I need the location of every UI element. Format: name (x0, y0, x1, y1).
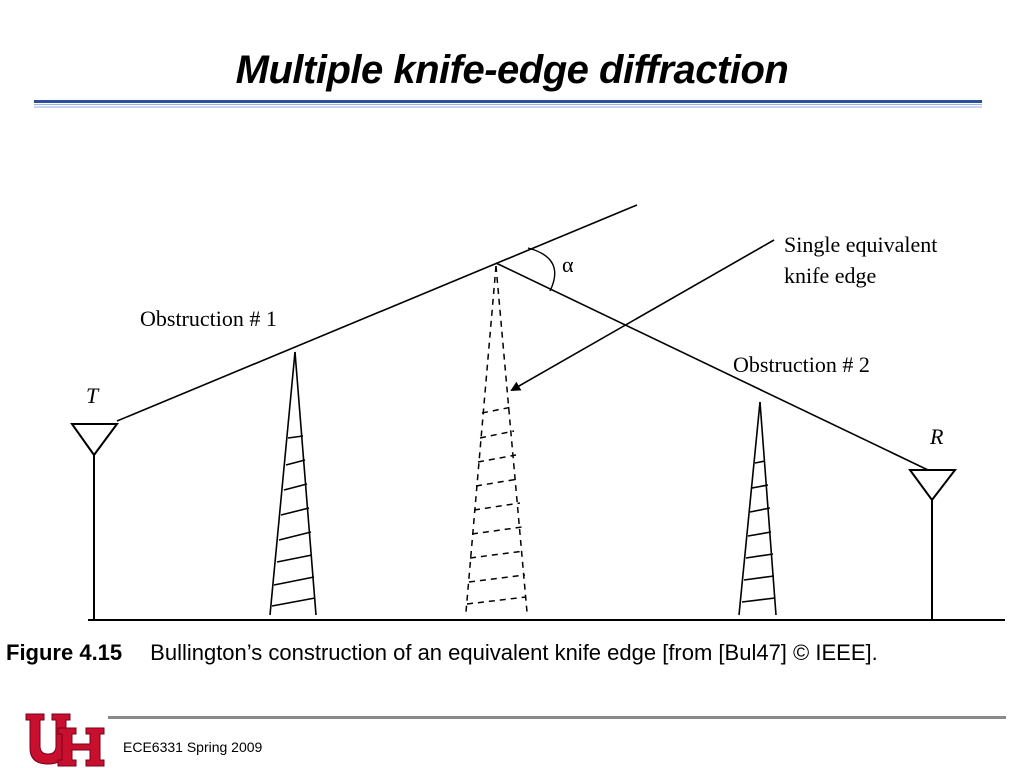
receiver-path-line (495, 262, 929, 471)
figure-caption-text: Bullington’s construction of an equivale… (150, 640, 878, 665)
equivalent-knife-edge (465, 265, 528, 613)
transmitter-antenna (70, 423, 119, 620)
equivalent-arrow (510, 239, 775, 391)
receiver-antenna (908, 469, 958, 620)
slide-title: Multiple knife-edge diffraction (235, 48, 789, 92)
footer-rule (108, 716, 1006, 719)
obstruction-2-tower (738, 401, 777, 616)
obstruction-1-tower (269, 351, 317, 616)
receiver-label: R (929, 424, 944, 449)
angle-alpha-label: α (562, 252, 574, 277)
title-underline (34, 100, 982, 108)
angle-arc (527, 247, 556, 292)
footer-text: ECE6331 Spring 2009 (123, 739, 263, 755)
figure-caption: Figure 4.15 Bullington’s construction of … (6, 640, 1024, 666)
obstruction-1-label: Obstruction # 1 (140, 306, 277, 331)
figure-label: Figure 4.15 (6, 640, 123, 665)
equivalent-label-line2: knife edge (784, 263, 876, 288)
obstruction-2-label: Obstruction # 2 (733, 352, 870, 377)
transmitter-path-line (116, 204, 638, 422)
equivalent-label-line1: Single equivalent (784, 232, 937, 257)
university-of-houston-uh-logo-icon (25, 713, 105, 767)
transmitter-label: T (86, 383, 100, 408)
